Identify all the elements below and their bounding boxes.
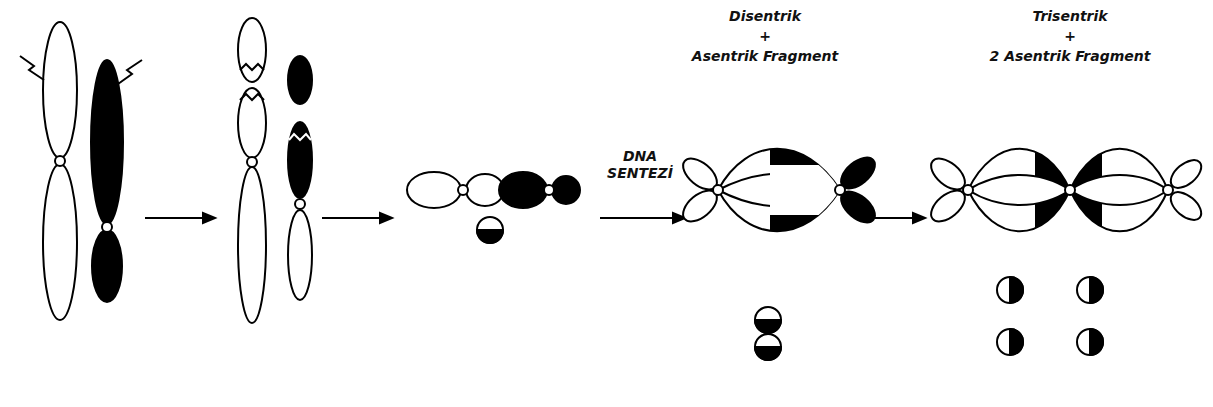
black-arm: [92, 230, 122, 302]
arrow-line: [600, 217, 675, 219]
plus-sign: +: [1064, 28, 1076, 45]
fragment-half: [755, 347, 781, 360]
process-label: DNA SENTEZİ: [604, 148, 676, 182]
black-arm: [91, 60, 123, 224]
centromere: [458, 185, 468, 195]
chromatid-pair: [1070, 149, 1168, 232]
white-chromatid: [678, 153, 723, 196]
break-mark: [240, 64, 264, 70]
centromere: [713, 185, 723, 195]
centromere: [295, 199, 305, 209]
acentric-fragment: [1077, 277, 1103, 303]
centromere: [1065, 185, 1075, 195]
white-arm: [43, 22, 77, 158]
acentric-fragments: [477, 217, 1103, 360]
acentric-fragment: [755, 307, 781, 333]
acentric-fragment: [997, 329, 1023, 355]
radiation-bolt: [20, 56, 44, 80]
fragment-outline: [755, 334, 781, 360]
chromatid-gap: [1070, 175, 1168, 205]
white-arm: [43, 164, 77, 320]
fragment-half: [1010, 329, 1023, 355]
white-arm: [407, 172, 461, 208]
arrow: [322, 213, 392, 223]
stage-two-broken-chromosomes: [238, 18, 312, 323]
chromatid-gap: [770, 165, 840, 215]
black-arm: [552, 176, 580, 204]
white-arm: [238, 88, 266, 158]
radiation-bolt: [118, 60, 142, 84]
arrow-head: [203, 213, 215, 223]
black-arm: [288, 122, 312, 198]
fragment-outline: [1077, 277, 1103, 303]
fragment-outline: [997, 277, 1023, 303]
white-chromatid: [678, 185, 723, 228]
arrow-line: [145, 217, 205, 219]
dicentric-chromosome: [407, 172, 580, 208]
chromatid-pair: [968, 149, 1070, 232]
fragment-half: [755, 320, 781, 333]
fragment-outline: [1077, 329, 1103, 355]
replicated-dicentric: [678, 130, 881, 250]
arrow-head: [380, 213, 392, 223]
centromere: [102, 222, 112, 232]
stage-one-chromosomes: [20, 22, 142, 320]
white-arm: [288, 210, 312, 300]
fragment-label: Asentrik Fragment: [692, 48, 838, 65]
white-arm: [238, 167, 266, 323]
chromosome-label: Disentrik: [729, 8, 801, 25]
fragment-outline: [997, 329, 1023, 355]
fragment-half: [1010, 277, 1023, 303]
black-segment: [770, 130, 840, 250]
arrow: [145, 213, 215, 223]
chromatid-gap: [968, 175, 1070, 205]
centromere: [544, 185, 554, 195]
fragment-label: 2 Asentrik Fragment: [990, 48, 1151, 65]
fragment-half: [1090, 329, 1103, 355]
fragment-outline: [755, 307, 781, 333]
plus-sign: +: [759, 28, 771, 45]
arrow-line: [875, 217, 915, 219]
arrow-line: [322, 217, 382, 219]
acentric-fragment: [477, 217, 503, 243]
centromere: [835, 185, 845, 195]
fragment-outline: [477, 217, 503, 243]
arrow: [875, 213, 925, 223]
black-chromatid: [836, 186, 881, 229]
acentric-fragment: [997, 277, 1023, 303]
black-chromatid: [836, 152, 881, 195]
white-fragment: [238, 18, 266, 82]
break-mark: [289, 134, 311, 140]
centromere: [963, 185, 973, 195]
break-mark: [240, 94, 264, 100]
tricentric-chromosome: [926, 130, 1207, 250]
fragment-half: [1090, 277, 1103, 303]
acentric-fragment: [755, 334, 781, 360]
centromere: [1163, 185, 1173, 195]
arrow: [600, 213, 685, 223]
chromosome-label: Trisentrik: [1032, 8, 1107, 25]
acentric-fragment: [1077, 329, 1103, 355]
fragment-half: [477, 230, 503, 243]
black-arm: [499, 172, 547, 208]
centromere: [55, 156, 65, 166]
black-fragment: [288, 56, 312, 104]
centromere: [247, 157, 257, 167]
arrow-head: [913, 213, 925, 223]
